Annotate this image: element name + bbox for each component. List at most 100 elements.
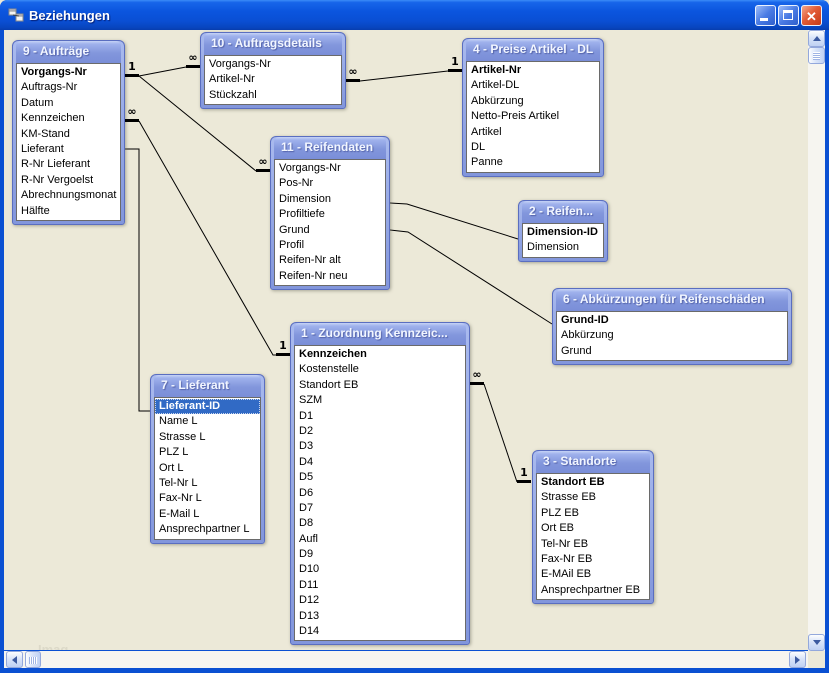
vertical-scrollbar[interactable] [808,30,825,651]
field-row[interactable]: Dimension [527,241,579,254]
field-row[interactable]: Ansprechpartner L [159,523,250,536]
field-row[interactable]: Hälfte [21,204,50,217]
field-row[interactable]: D6 [299,486,314,499]
field-row[interactable]: D2 [299,424,314,437]
field-row[interactable]: Reifen-Nr neu [279,269,348,282]
field-row[interactable]: D8 [299,517,314,530]
field-row[interactable]: SZM [299,394,323,407]
field-row[interactable]: D4 [299,455,314,468]
field-row[interactable]: Name L [159,415,198,428]
close-button[interactable]: ✕ [801,4,822,26]
field-row[interactable]: Auftrags-Nr [21,81,78,94]
field-row[interactable]: Tel-Nr EB [541,537,589,550]
field-row[interactable]: Artikel-Nr [471,64,522,76]
field-row[interactable]: Grund [561,344,592,357]
field-row[interactable]: Strasse EB [541,491,597,504]
scroll-left-button[interactable] [6,651,23,668]
field-row[interactable]: Ort L [159,461,184,474]
field-row[interactable]: Kostenstelle [299,363,359,376]
field-row[interactable]: Reifen-Nr alt [279,254,341,267]
table-header[interactable]: 11 - Reifendaten [274,137,386,159]
minimize-button[interactable] [755,4,776,26]
field-row[interactable]: Dimension-ID [527,226,598,238]
table-header[interactable]: 7 - Lieferant [154,375,261,397]
table-header[interactable]: 6 - Abkürzungen für Reifenschäden [556,289,788,311]
table-header[interactable]: 1 - Zuordnung Kennzeic... [294,323,466,345]
field-row[interactable]: Artikel-DL [471,79,520,92]
field-row[interactable]: Artikel-Nr [209,73,255,86]
field-row[interactable]: Grund [279,223,310,236]
relationship-line[interactable] [138,66,187,77]
field-row[interactable]: Strasse L [159,430,206,443]
table-header[interactable]: 9 - Aufträge [16,41,121,63]
field-row[interactable]: D9 [299,548,314,561]
field-row[interactable]: Fax-Nr L [159,492,202,505]
table-header[interactable]: 2 - Reifen... [522,201,604,223]
field-row[interactable]: Standort EB [541,476,605,488]
field-row[interactable]: KM-Stand [21,127,70,140]
field-row[interactable]: Lieferant [21,142,64,155]
maximize-button[interactable] [778,4,799,26]
field-row[interactable]: D11 [299,578,319,591]
field-row[interactable]: Artikel [471,125,502,138]
relationship-line[interactable] [138,75,257,172]
relationship-line[interactable] [138,120,276,356]
field-row[interactable]: E-MAil EB [541,568,592,581]
relationship-line[interactable] [359,70,449,82]
field-row[interactable]: Abkürzung [471,94,524,107]
table-standorte[interactable]: 3 - Standorte Standort EB Strasse EB PLZ E… [532,450,654,605]
field-row[interactable]: Netto-Preis Artikel [471,110,560,123]
table-reifen[interactable]: 2 - Reifen... Dimension-ID Dimension [518,200,608,262]
field-row[interactable]: Dimension [279,192,331,205]
table-abkuerzungen[interactable]: 6 - Abkürzungen für Reifenschäden Grund-… [552,288,792,366]
field-row[interactable]: Kennzeichen [299,348,367,360]
relationship-line[interactable] [389,229,553,325]
field-row[interactable]: Lieferant-ID [155,399,260,415]
horizontal-scrollbar[interactable] [4,651,808,668]
field-row[interactable]: D7 [299,501,314,514]
field-row[interactable]: Fax-Nr EB [541,552,593,565]
field-row[interactable]: D1 [299,409,314,422]
field-row[interactable]: Vorgangs-Nr [209,58,271,70]
field-row[interactable]: Ansprechpartner EB [541,583,641,596]
field-row[interactable]: Kennzeichen [21,112,85,125]
field-row[interactable]: Vorgangs-Nr [21,66,87,78]
field-row[interactable]: Datum [21,96,54,109]
field-row[interactable]: D14 [299,625,320,638]
field-row[interactable]: Vorgangs-Nr [279,162,341,174]
field-row[interactable]: Profil [279,238,305,251]
field-row[interactable]: D3 [299,440,314,453]
table-header[interactable]: 3 - Standorte [536,451,650,473]
field-row[interactable]: DL [471,140,486,153]
field-row[interactable]: D13 [299,609,320,622]
field-row[interactable]: R-Nr Vergoelst [21,173,94,186]
relationship-line[interactable] [389,202,519,240]
field-row[interactable]: D10 [299,563,320,576]
field-row[interactable]: R-Nr Lieferant [21,158,91,171]
field-row[interactable]: Abrechnungsmonat [21,189,117,202]
field-row[interactable]: Abkürzung [561,329,614,342]
field-row[interactable]: PLZ EB [541,506,579,519]
relationship-line[interactable] [125,148,151,412]
field-row[interactable]: Standort EB [299,378,359,391]
relationship-line[interactable] [483,383,518,483]
field-row[interactable]: D5 [299,471,314,484]
field-row[interactable]: Aufl [299,532,318,545]
field-row[interactable]: E-Mail L [159,507,200,520]
table-header[interactable]: 4 - Preise Artikel - DL [466,39,600,61]
scroll-right-button[interactable] [789,651,806,668]
horizontal-scroll-thumb[interactable] [25,651,41,668]
field-row[interactable]: Profiltiefe [279,208,325,221]
scroll-up-button[interactable] [808,30,825,47]
field-row[interactable]: Stückzahl [209,88,257,101]
field-row[interactable]: Ort EB [541,522,575,535]
field-row[interactable]: PLZ L [159,446,189,459]
table-header[interactable]: 10 - Auftragsdetails [204,33,342,55]
field-row[interactable]: Tel-Nr L [159,476,198,489]
